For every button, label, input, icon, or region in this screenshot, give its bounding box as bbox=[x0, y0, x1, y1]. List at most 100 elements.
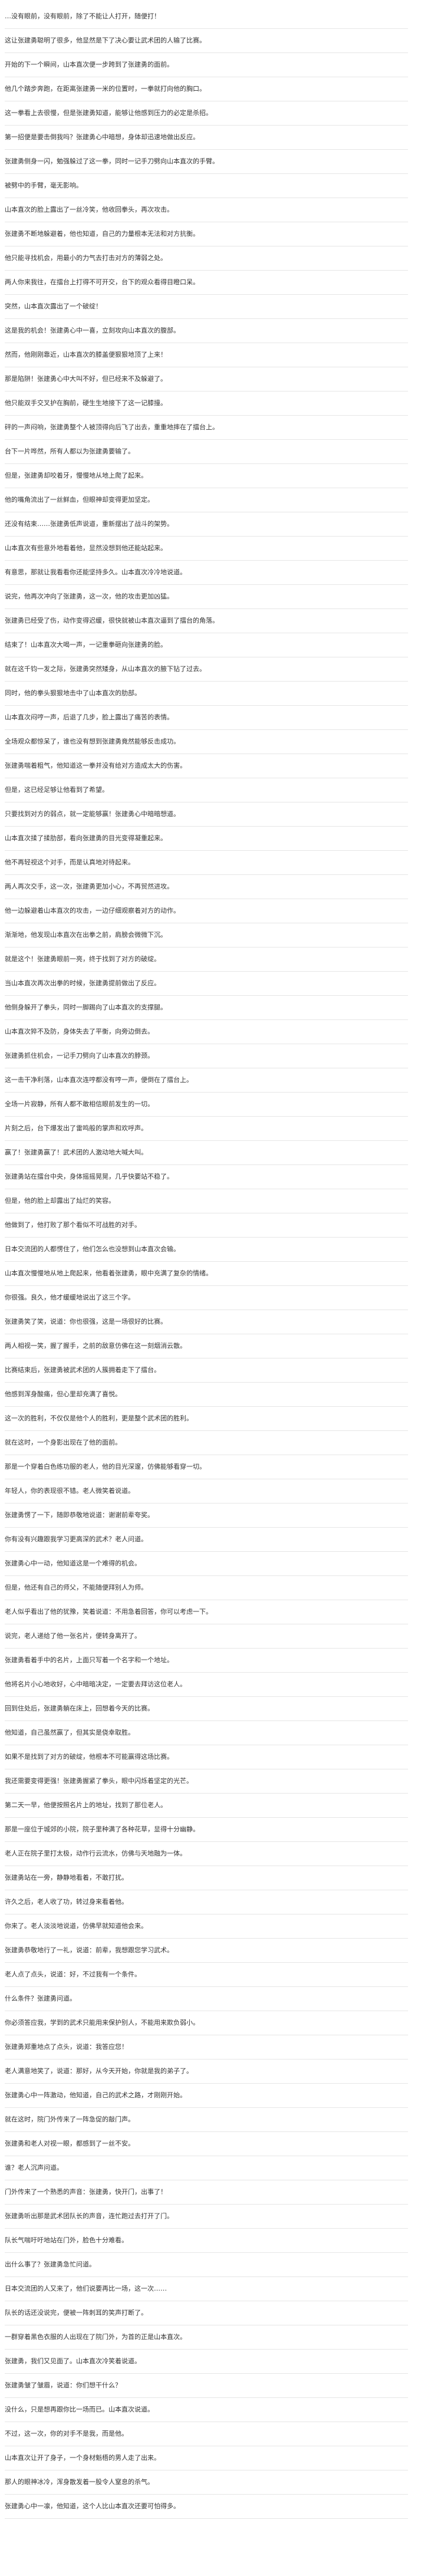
paragraph-text: 张建勇已经受了伤，动作变得迟缓，很快就被山本直次逼到了擂台的角落。 bbox=[5, 617, 219, 624]
paragraph-line: 张建勇侧身一闪，勉强躲过了这一拳，同时一记手刀劈向山本直次的手臂。 bbox=[5, 150, 408, 174]
paragraph-line: 张建勇站在一旁，静静地看着，不敢打扰。 bbox=[5, 1866, 408, 1890]
paragraph-text: 当山本直次再次出拳的时候，张建勇提前做出了反应。 bbox=[5, 979, 160, 987]
paragraph-text: 这是我的机会！张建勇心中一喜，立刻攻向山本直次的腹部。 bbox=[5, 327, 180, 334]
paragraph-line: 全场一片寂静，所有人都不敢相信眼前发生的一切。 bbox=[5, 1093, 408, 1117]
paragraph-line: 渐渐地，他发现山本直次在出拳之前，肩膀会微微下沉。 bbox=[5, 923, 408, 948]
paragraph-text: 张建勇恭敬地行了一礼，说道：前辈，我想跟您学习武术。 bbox=[5, 1946, 173, 1954]
paragraph-line: 张建勇皱了皱眉，说道：你们想干什么？ bbox=[5, 2374, 408, 2398]
paragraph-text: 日本交流团的人又来了，他们说要再比一场，这一次…… bbox=[5, 2285, 167, 2292]
paragraph-line: 但是，他还有自己的师父，不能随便拜别人为师。 bbox=[5, 1576, 408, 1600]
paragraph-text: 日本交流团的人都愣住了，他们怎么也没想到山本直次会输。 bbox=[5, 1245, 180, 1253]
paragraph-line: 开始的下一个瞬间，山本直次便一步跨到了张建勇的面前。 bbox=[5, 53, 408, 77]
paragraph-text: 这一拳看上去很慢，但是张建勇知道，能够让他感到压力的必定是杀招。 bbox=[5, 109, 212, 117]
paragraph-text: 但是，他的脸上却露出了灿烂的笑容。 bbox=[5, 1197, 115, 1205]
paragraph-text: 同时，他的拳头狠狠地击中了山本直次的肋部。 bbox=[5, 689, 141, 697]
paragraph-line: 这是我的机会！张建勇心中一喜，立刻攻向山本直次的腹部。 bbox=[5, 319, 408, 343]
paragraph-line: 就在这时，一个身影出现在了他的面前。 bbox=[5, 1431, 408, 1455]
paragraph-line: 这一击干净利落，山本直次连哼都没有哼一声，便倒在了擂台上。 bbox=[5, 1068, 408, 1093]
paragraph-text: 出什么事了？张建勇急忙问道。 bbox=[5, 2261, 96, 2268]
paragraph-line: 张建勇喘着粗气，他知道这一拳并没有给对方造成太大的伤害。 bbox=[5, 754, 408, 778]
paragraph-text: 两人你来我往，在擂台上打得不可开交，台下的观众看得目瞪口呆。 bbox=[5, 278, 199, 286]
paragraph-line: 一群穿着黑色衣服的人出现在了院门外，为首的正是山本直次。 bbox=[5, 2325, 408, 2350]
paragraph-line: 砰的一声闷响，张建勇整个人被顶得向后飞了出去，重重地摔在了擂台上。 bbox=[5, 416, 408, 440]
paragraph-text: 比赛结束后，张建勇被武术团的人簇拥着走下了擂台。 bbox=[5, 1366, 160, 1374]
paragraph-line: 张建勇不断地躲避着，他也知道，自己的力量根本无法和对方抗衡。 bbox=[5, 222, 408, 246]
paragraph-line: 然而，他刚刚靠近，山本直次的膝盖便狠狠地顶了上来！ bbox=[5, 343, 408, 367]
paragraph-line: 张建勇和老人对视一眼，都感到了一丝不安。 bbox=[5, 2132, 408, 2156]
paragraph-line: 山本直次有些意外地看着他，显然没想到他还能站起来。 bbox=[5, 537, 408, 561]
paragraph-text: 一群穿着黑色衣服的人出现在了院门外，为首的正是山本直次。 bbox=[5, 2333, 186, 2341]
paragraph-line: 同时，他的拳头狠狠地击中了山本直次的肋部。 bbox=[5, 682, 408, 706]
paragraph-text: 谁？老人沉声问道。 bbox=[5, 2164, 63, 2172]
paragraph-text: 年轻人，你的表现很不错。老人微笑着说道。 bbox=[5, 1487, 134, 1495]
paragraph-text: 张建勇心中一阵激动，他知道，自己的武术之路，才刚刚开始。 bbox=[5, 2091, 186, 2099]
paragraph-line: 有意思，那就让我看看你还能坚持多久。山本直次冷冷地说道。 bbox=[5, 561, 408, 585]
paragraph-line: 就在这千钧一发之际，张建勇突然矮身，从山本直次的腋下钻了过去。 bbox=[5, 657, 408, 682]
paragraph-line: 比赛结束后，张建勇被武术团的人簇拥着走下了擂台。 bbox=[5, 1358, 408, 1383]
paragraph-line: 两人再次交手，这一次，张建勇更加小心，不再贸然进攻。 bbox=[5, 875, 408, 899]
paragraph-text: 说完，他再次冲向了张建勇，这一次，他的攻击更加凶猛。 bbox=[5, 593, 173, 600]
paragraph-text: 你必须答应我，学到的武术只能用来保护别人，不能用来欺负弱小。 bbox=[5, 2019, 199, 2026]
paragraph-line: 说完，他再次冲向了张建勇，这一次，他的攻击更加凶猛。 bbox=[5, 585, 408, 609]
paragraph-line: 你有没有兴趣跟我学习更高深的武术？老人问道。 bbox=[5, 1528, 408, 1552]
paragraph-text: 张建勇站在擂台中央，身体摇摇晃晃，几乎快要站不稳了。 bbox=[5, 1173, 173, 1180]
paragraph-text: 张建勇听出那是武术团队长的声音，连忙跑过去打开了门。 bbox=[5, 2212, 173, 2220]
paragraph-text: 我还需要变得更强！张建勇握紧了拳头，眼中闪烁着坚定的光芒。 bbox=[5, 1777, 193, 1785]
paragraph-line: 张建勇郑重地点了点头，说道：我答应您！ bbox=[5, 2035, 408, 2060]
paragraph-text: …没有眼前，没有眼前，除了不能让人打开，随便打！ bbox=[5, 12, 160, 20]
paragraph-line: 队长气喘吁吁地站在门外，脸色十分难看。 bbox=[5, 2229, 408, 2253]
paragraph-line: 如果不是找到了对方的破绽，他根本不可能赢得这场比赛。 bbox=[5, 1745, 408, 1769]
paragraph-line: 他几个踏步奔跑，在距离张建勇一米的位置时，一拳就打向他的胸口。 bbox=[5, 77, 408, 101]
paragraph-text: 结束了！山本直次大喝一声，一记重拳砸向张建勇的脸。 bbox=[5, 641, 167, 649]
paragraph-line: 这一拳看上去很慢，但是张建勇知道，能够让他感到压力的必定是杀招。 bbox=[5, 101, 408, 126]
paragraph-text: 如果不是找到了对方的破绽，他根本不可能赢得这场比赛。 bbox=[5, 1753, 173, 1761]
paragraph-text: 张建勇和老人对视一眼，都感到了一丝不安。 bbox=[5, 2140, 134, 2147]
paragraph-text: 他的嘴角流出了一丝鲜血，但眼神却变得更加坚定。 bbox=[5, 496, 154, 504]
paragraph-text: 有意思，那就让我看看你还能坚持多久。山本直次冷冷地说道。 bbox=[5, 568, 186, 576]
paragraph-line: 日本交流团的人又来了，他们说要再比一场，这一次…… bbox=[5, 2277, 408, 2301]
paragraph-text: 回到住处后，张建勇躺在床上，回想着今天的比赛。 bbox=[5, 1705, 154, 1712]
paragraph-text: 那是陷阱！张建勇心中大叫不好，但已经来不及躲避了。 bbox=[5, 375, 167, 383]
paragraph-line: 年轻人，你的表现很不错。老人微笑着说道。 bbox=[5, 1479, 408, 1504]
paragraph-text: 张建勇笑了笑，说道：你也很强，这是一场很好的比赛。 bbox=[5, 1318, 167, 1325]
paragraph-text: 他知道，自己虽然赢了，但其实是侥幸取胜。 bbox=[5, 1729, 134, 1736]
paragraph-line: 你来了。老人淡淡地说道，仿佛早就知道他会来。 bbox=[5, 1914, 408, 1939]
paragraph-text: 突然，山本直次露出了一个破绽！ bbox=[5, 302, 102, 310]
paragraph-line: 张建勇心中一动，他知道这是一个难得的机会。 bbox=[5, 1552, 408, 1576]
paragraph-text: 老人似乎看出了他的犹豫，笑着说道：不用急着回答，你可以考虑一下。 bbox=[5, 1608, 212, 1616]
paragraph-text: 这一次的胜利，不仅仅是他个人的胜利，更是整个武术团的胜利。 bbox=[5, 1414, 193, 1422]
paragraph-line: 他感到浑身酸痛，但心里却充满了喜悦。 bbox=[5, 1383, 408, 1407]
paragraph-text: 被劈中的手臂，毫无影响。 bbox=[5, 182, 83, 189]
paragraph-line: 台下一片哗然，所有人都以为张建勇要输了。 bbox=[5, 440, 408, 464]
paragraph-line: 张建勇愣了一下，随即恭敬地说道：谢谢前辈夸奖。 bbox=[5, 1504, 408, 1528]
paragraph-text: 不过，这一次，你的对手不是我，而是他。 bbox=[5, 2430, 128, 2437]
paragraph-line: 那是一座位于城郊的小院，院子里种满了各种花草，显得十分幽静。 bbox=[5, 1818, 408, 1842]
paragraph-text: 张建勇喘着粗气，他知道这一拳并没有给对方造成太大的伤害。 bbox=[5, 762, 186, 769]
paragraph-line: 但是，他的脸上却露出了灿烂的笑容。 bbox=[5, 1189, 408, 1213]
paragraph-line: 张建勇心中一凛，他知道，这个人比山本直次还要可怕得多。 bbox=[5, 2495, 408, 2519]
paragraph-line: 许久之后，老人收了功，转过身来看着他。 bbox=[5, 1890, 408, 1914]
paragraph-text: 渐渐地，他发现山本直次在出拳之前，肩膀会微微下沉。 bbox=[5, 931, 167, 939]
paragraph-line: 张建勇看着手中的名片，上面只写着一个名字和一个地址。 bbox=[5, 1649, 408, 1673]
paragraph-text: 他侧身躲开了拳头，同时一脚踢向了山本直次的支撑腿。 bbox=[5, 1004, 167, 1011]
paragraph-line: 什么条件？张建勇问道。 bbox=[5, 1987, 408, 2011]
paragraph-text: 台下一片哗然，所有人都以为张建勇要输了。 bbox=[5, 448, 134, 455]
paragraph-line: 队长的话还没说完，便被一阵刺耳的笑声打断了。 bbox=[5, 2301, 408, 2325]
paragraph-text: 两人再次交手，这一次，张建勇更加小心，不再贸然进攻。 bbox=[5, 883, 173, 890]
paragraph-line: 山本直次猝不及防，身体失去了平衡，向旁边倒去。 bbox=[5, 1020, 408, 1044]
paragraph-line: 他侧身躲开了拳头，同时一脚踢向了山本直次的支撑腿。 bbox=[5, 996, 408, 1020]
paragraph-line: 张建勇恭敬地行了一礼，说道：前辈，我想跟您学习武术。 bbox=[5, 1939, 408, 1963]
paragraph-line: …没有眼前，没有眼前，除了不能让人打开，随便打！ bbox=[5, 5, 408, 29]
paragraph-text: 你有没有兴趣跟我学习更高深的武术？老人问道。 bbox=[5, 1535, 147, 1543]
paragraph-line: 山本直次让开了身子，一个身材魁梧的男人走了出来。 bbox=[5, 2446, 408, 2470]
paragraph-text: 他只能双手交叉护在胸前，硬生生地接下了这一记膝撞。 bbox=[5, 399, 167, 407]
paragraph-line: 他不再轻视这个对手，而是认真地对待起来。 bbox=[5, 851, 408, 875]
paragraph-line: 两人相视一笑，握了握手，之前的敌意仿佛在这一刻烟消云散。 bbox=[5, 1334, 408, 1358]
paragraph-line: 结束了！山本直次大喝一声，一记重拳砸向张建勇的脸。 bbox=[5, 633, 408, 657]
paragraph-line: 但是，张建勇却咬着牙，慢慢地从地上爬了起来。 bbox=[5, 464, 408, 488]
paragraph-text: 门外传来了一个熟悉的声音：张建勇，快开门，出事了！ bbox=[5, 2188, 167, 2196]
paragraph-text: 老人满意地笑了，说道：那好，从今天开始，你就是我的弟子了。 bbox=[5, 2067, 193, 2075]
paragraph-line: 那是陷阱！张建勇心中大叫不好，但已经来不及躲避了。 bbox=[5, 367, 408, 392]
paragraph-text: 张建勇看着手中的名片，上面只写着一个名字和一个地址。 bbox=[5, 1656, 173, 1664]
